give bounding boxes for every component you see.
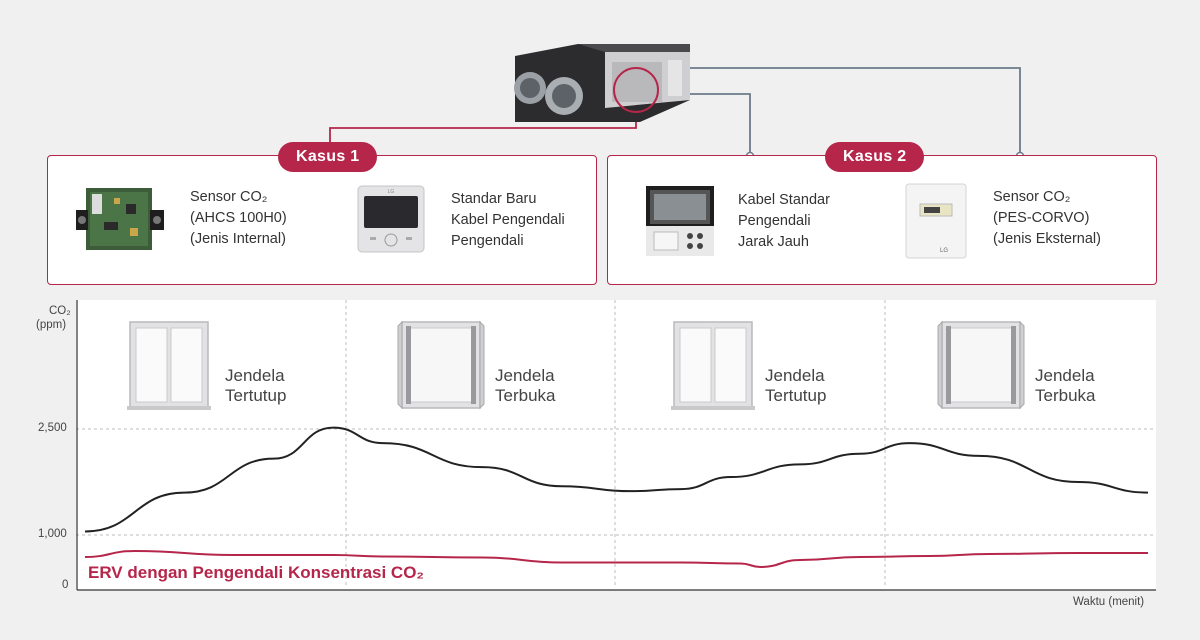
series-erv-co2-control-line [84,549,1148,569]
y-axis-label-line-1: CO₂ [49,305,71,317]
window-illustrations [127,320,1025,410]
y-tick-2500: 2,500 [38,422,67,434]
case2-controller-description: Kabel Standar Pengendali Jarak Jauh [738,190,830,253]
window-open-icon [937,320,1025,410]
window-closed-icon [671,321,755,410]
erv-series-legend: ERV dengan Pengendali Konsentrasi CO₂ [88,563,424,582]
co2-sensor-board-icon [76,188,164,250]
chart-grid [76,300,1156,591]
external-co2-sensor-icon: LG [905,183,967,259]
window-3-line-2: Tertutup [765,386,827,405]
wired-controller-icon: LG [357,185,425,253]
window-2-line-1: Jendela [495,366,555,385]
case2-sensor-description: Sensor CO₂ (PES-CORVO) (Jenis Eksternal) [993,187,1101,250]
case1-sensor-line-1: Sensor CO₂ [190,189,268,205]
case1-badge: Kasus 1 [278,142,378,172]
case2-controller-line-1: Kabel Standar [738,192,830,208]
window-3-line-1: Jendela [765,366,825,385]
window-label-4: Jendela Terbuka [1035,366,1095,406]
case2-badge: Kasus 2 [825,142,925,172]
chart-series [84,426,1149,569]
case2-controller-line-2: Pengendali [738,213,811,229]
window-1-line-2: Tertutup [225,386,287,405]
remote-controller-icon [646,186,714,256]
window-label-2: Jendela Terbuka [495,366,555,406]
y-tick-0: 0 [62,579,69,591]
case2-sensor-line-3: (Jenis Eksternal) [993,231,1101,247]
window-4-line-2: Terbuka [1035,386,1096,405]
window-closed-icon [127,321,211,410]
case2-controller-line-3: Jarak Jauh [738,234,809,250]
case1-controller-line-2: Kabel Pengendali [451,212,565,228]
case1-sensor-description: Sensor CO₂ (AHCS 100H0) (Jenis Internal) [190,187,287,250]
case1-sensor-line-2: (AHCS 100H0) [190,210,287,226]
window-label-1: Jendela Tertutup [225,366,286,406]
window-2-line-2: Terbuka [495,386,556,405]
window-1-line-1: Jendela [225,366,285,385]
case1-controller-line-3: Pengendali [451,233,524,249]
window-label-3: Jendela Tertutup [765,366,826,406]
series-co2-without-control-line [84,426,1149,533]
erv-unit-icon [514,44,690,122]
case1-controller-description: Standar Baru Kabel Pengendali Pengendali [451,189,565,252]
case1-controller-line-1: Standar Baru [451,191,537,207]
sensor-highlight-ring [613,67,659,113]
case2-sensor-line-2: (PES-CORVO) [993,210,1090,226]
y-axis-label-line-2: (ppm) [36,319,67,331]
controller-logo-a: LG [388,189,395,195]
case1-sensor-line-3: (Jenis Internal) [190,231,286,247]
case2-wire [690,67,1021,155]
x-axis-label: Waktu (menit) [1073,596,1145,608]
y-tick-1000: 1,000 [38,528,67,540]
window-4-line-1: Jendela [1035,366,1095,385]
case2-sensor-line-1: Sensor CO₂ [993,189,1071,205]
window-open-icon [397,320,485,410]
sensor-logo: LG [940,248,948,254]
